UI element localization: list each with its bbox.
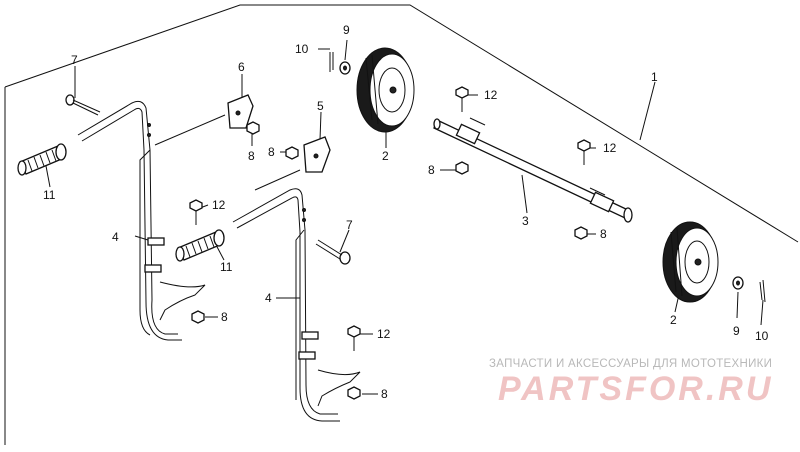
callout-1: 1 [651, 70, 658, 84]
callout-12-b: 12 [603, 141, 617, 155]
callout-2-top: 2 [382, 149, 389, 163]
group-frame-outline [4, 4, 799, 243]
pin-icons [329, 52, 766, 303]
bracket-5 [303, 136, 331, 173]
callout-8-b: 8 [268, 145, 275, 159]
axle-3 [433, 117, 633, 223]
callout-9-bottom: 9 [733, 324, 740, 338]
callout-8-f: 8 [381, 387, 388, 401]
callout-9-top: 9 [343, 23, 350, 37]
callout-4-right: 4 [265, 291, 272, 305]
washer-icons [339, 61, 744, 290]
watermark-text: ЗАПЧАСТИ И АКСЕССУАРЫ ДЛЯ МОТОТЕХНИКИ [489, 358, 773, 370]
callout-6: 6 [238, 60, 245, 74]
callout-5: 5 [317, 99, 324, 113]
callout-2-bottom: 2 [670, 313, 677, 327]
wheel-bottom [662, 221, 719, 303]
callout-12-c: 12 [212, 198, 226, 212]
bolt-7-right [315, 239, 351, 265]
bolt-12-icons [189, 86, 591, 351]
nut-icons [191, 121, 588, 400]
callout-3: 3 [522, 214, 529, 228]
callout-11-left: 11 [43, 188, 56, 202]
callout-10-top: 10 [295, 42, 309, 56]
wheel-top [356, 47, 415, 133]
callout-12-d: 12 [377, 327, 391, 341]
bracket-6 [227, 94, 254, 129]
callout-11-right: 11 [220, 260, 233, 274]
callout-12-a: 12 [484, 88, 498, 102]
callout-8-c: 8 [428, 163, 435, 177]
callout-7-left: 7 [71, 53, 78, 67]
grip-right [175, 229, 225, 262]
callout-8-d: 8 [600, 227, 607, 241]
callout-10-bottom: 10 [755, 329, 769, 343]
callout-8-a: 8 [248, 149, 255, 163]
callout-4-left: 4 [112, 230, 119, 244]
stand-right [232, 188, 361, 422]
callout-numbers: 1 2 2 3 4 4 5 6 7 7 8 8 8 8 8 8 9 9 10 1… [43, 23, 769, 401]
callout-8-e: 8 [221, 310, 228, 324]
bolt-7-left [65, 94, 101, 116]
stand-left [77, 100, 206, 341]
grip-left [17, 143, 67, 176]
watermark-logo: PARTSFOR.RU [498, 370, 774, 408]
callout-7-right: 7 [346, 218, 353, 232]
